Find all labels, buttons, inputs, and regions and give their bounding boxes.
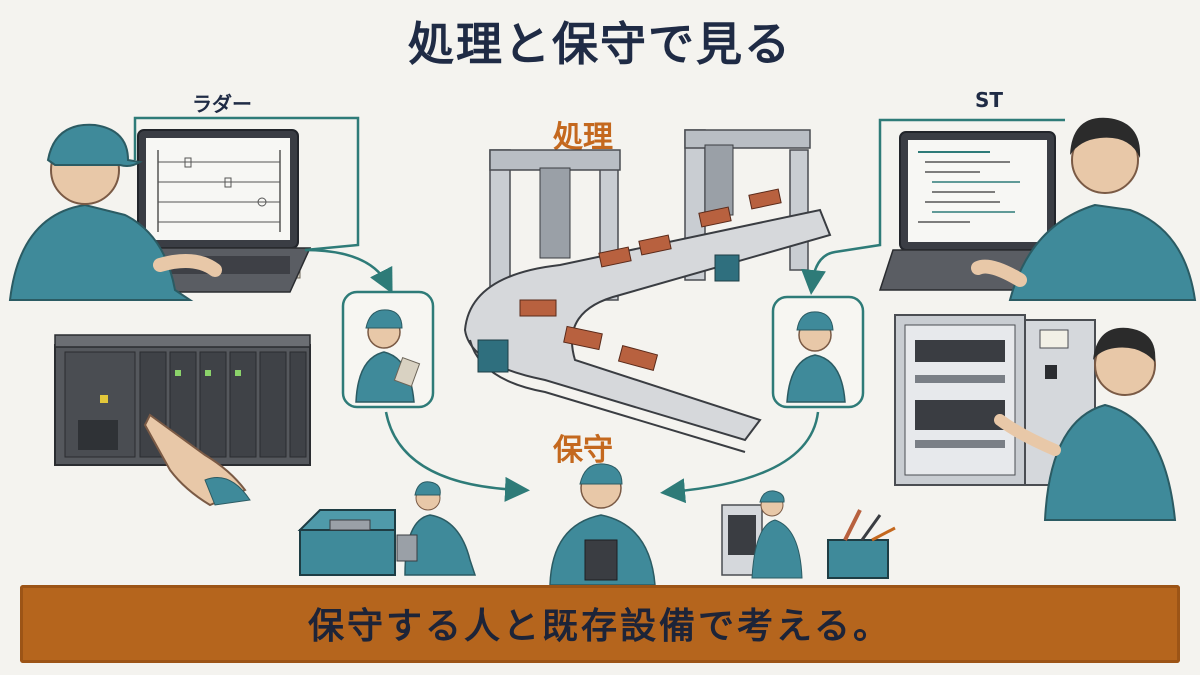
page-title: 処理と保守で見る [408, 17, 792, 71]
arrow-left-worker-to-maintenance [384, 411, 530, 502]
worker-panel-icon [994, 327, 1177, 521]
st-programmer-scene [801, 117, 1197, 301]
toolbox-right-icon [827, 509, 896, 579]
thinking-worker-right [771, 295, 865, 409]
ladder-programmer-scene [8, 116, 393, 301]
arrow-ladder-to-worker [133, 116, 393, 294]
process-maintenance-illustration [8, 116, 1197, 585]
worker-ladder-icon [8, 123, 222, 301]
pointing-hand-icon [143, 413, 251, 507]
maintenance-label: 保守 [553, 433, 613, 468]
plc-rack-scene [54, 334, 311, 507]
arrow-right-worker-to-maintenance [660, 411, 820, 504]
thinking-worker-left [341, 290, 435, 409]
crouching-worker-icon [396, 481, 477, 576]
summary-banner [20, 585, 1180, 663]
toolbox-left-icon [297, 509, 396, 576]
ladder-label: ラダー [192, 92, 252, 116]
st-label: ST [975, 88, 1004, 112]
control-panel-icon [894, 314, 1096, 486]
arrow-st-to-worker [801, 118, 1065, 295]
center-maintenance-worker-icon [549, 463, 656, 585]
control-panel-scene [894, 314, 1177, 521]
plc-rack-icon [54, 334, 311, 466]
processing-label: 処理 [553, 120, 613, 155]
conveyor-machine-icon [463, 129, 832, 453]
summary-banner-text: 保守する人と既存設備で考える。 [308, 606, 892, 647]
worker-st-icon [971, 117, 1197, 301]
worker-at-cabinet-icon [721, 490, 803, 579]
